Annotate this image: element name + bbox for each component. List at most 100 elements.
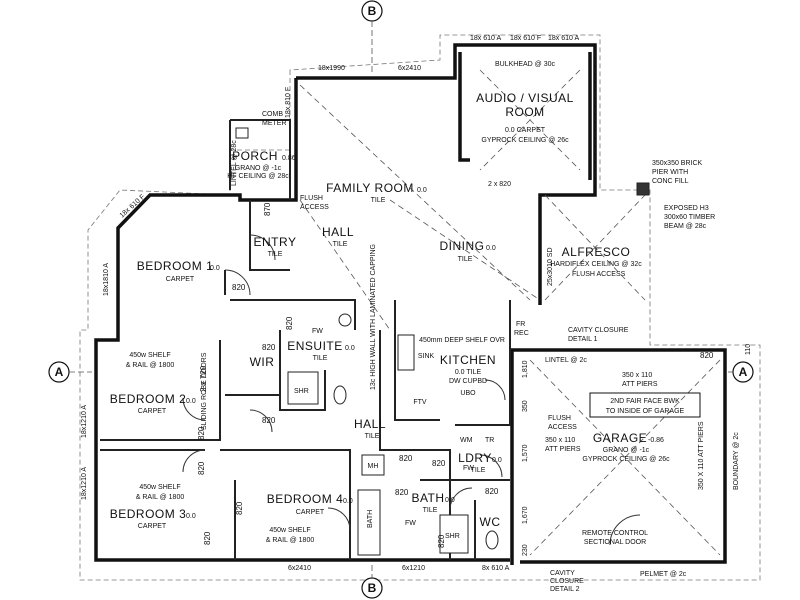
family-room-floor: TILE bbox=[371, 197, 386, 204]
fair-face-line1: 2ND FAIR FACE BWK bbox=[610, 398, 680, 405]
flush-access-garage-line1: FLUSH bbox=[548, 415, 571, 422]
flush-access-upper-line1: FLUSH bbox=[300, 195, 323, 202]
shr-bath: SHR bbox=[445, 533, 460, 540]
timber-beam-line3: BEAM @ 28c bbox=[664, 223, 707, 230]
door-820-hall: 820 bbox=[262, 416, 276, 425]
pelmet-note: PELMET @ 2c bbox=[640, 571, 687, 578]
door-820-bed3-robe: 820 bbox=[203, 531, 212, 545]
alfresco-ceiling: HARDIFLEX CEILING @ 32c bbox=[550, 261, 642, 268]
dim-g1670: 1,670 bbox=[522, 506, 529, 524]
dining-title: DINING bbox=[440, 239, 485, 253]
door-820-bed4: 820 bbox=[235, 501, 244, 515]
bedroom4-floor: CARPET bbox=[296, 509, 325, 516]
door-swings bbox=[182, 234, 641, 546]
hall-upper-title: HALL bbox=[322, 225, 354, 239]
dim-g350: 350 bbox=[522, 400, 529, 412]
cavity-closure1-line2: DETAIL 1 bbox=[568, 336, 598, 343]
section-markers: B B A A bbox=[48, 0, 754, 599]
ldry-code: 0.0 bbox=[492, 457, 502, 464]
dim-left-1810: 18x1810 A bbox=[103, 263, 110, 296]
comb-meter-line2: METER bbox=[262, 120, 287, 127]
audio-visual-floor: 0.0 CARPET bbox=[505, 127, 546, 134]
door-720-robe: 2 x 720 bbox=[199, 365, 208, 392]
door-820-ldry-hall: 820 bbox=[399, 454, 413, 463]
dim-top-1990: 18x1990 bbox=[318, 65, 345, 72]
dim-g230: 230 bbox=[522, 544, 529, 556]
kitchen-title: KITCHEN bbox=[440, 353, 496, 367]
dim-bot-2410: 6x2410 bbox=[288, 565, 311, 572]
shr-ensuite: SHR bbox=[294, 388, 309, 395]
bedroom1-floor: CARPET bbox=[166, 276, 195, 283]
bath-tub-label: BATH bbox=[367, 510, 374, 528]
fw-ldry: FW bbox=[463, 465, 474, 472]
timber-beam-line2: 300x60 TIMBER bbox=[664, 214, 715, 221]
lintel-piers-left-line1: 350 x 110 bbox=[545, 437, 575, 444]
exterior-walls bbox=[94, 43, 727, 565]
porch-title: PORCH bbox=[232, 149, 278, 163]
garage-code: -0.86 bbox=[648, 437, 664, 444]
bedroom4-title: BEDROOM 4 bbox=[267, 492, 344, 506]
door-820-bed2: 820 bbox=[197, 426, 206, 440]
flush-access-garage-line2: ACCESS bbox=[548, 424, 577, 431]
porch-floor: GRANO @ -1c bbox=[235, 165, 282, 172]
cavity-closure2-line1: CAVITY bbox=[550, 570, 575, 577]
entry-title: ENTRY bbox=[254, 235, 297, 249]
bath-title: BATH bbox=[411, 491, 444, 505]
kitchen-cupboard: DW CUPBD bbox=[449, 378, 487, 385]
shelf-bed4-line2: & RAIL @ 1800 bbox=[266, 537, 315, 544]
dim-top-1: 18x 610 A bbox=[470, 35, 501, 42]
tr-label: TR bbox=[485, 437, 494, 444]
dim-top-810: 18x 810 F bbox=[285, 87, 292, 118]
shelf-bed3-line2: & RAIL @ 1800 bbox=[136, 494, 185, 501]
ldry-title: LDRY bbox=[458, 451, 492, 465]
family-room-code: 0.0 bbox=[417, 187, 427, 194]
brick-pier bbox=[636, 182, 650, 196]
door-820-bed3: 820 bbox=[197, 461, 206, 475]
bedroom1-code: 0.0 bbox=[210, 265, 220, 272]
comb-meter-line1: COMB bbox=[262, 111, 283, 118]
lintel-25: LINTEL @ 2c bbox=[545, 357, 587, 364]
bedroom3-title: BEDROOM 3 bbox=[110, 507, 187, 521]
kitchen-shelf-label: 450mm DEEP SHELF OVR bbox=[419, 337, 505, 344]
dimensions: 18x 610 A 18x 610 F 18x 610 A 18x1990 6x… bbox=[81, 35, 752, 572]
shower-ensuite bbox=[287, 371, 319, 405]
kitchen-floor: 0.0 TILE bbox=[455, 369, 482, 376]
brick-pier-line1: 350x350 BRICK bbox=[652, 160, 703, 167]
fixture-codes: FW WM TR SHR SHR FW FW BATH bbox=[294, 328, 494, 540]
remote-door-line2: SECTIONAL DOOR bbox=[584, 539, 646, 546]
lintel-piers-right-line1: 350 x 110 bbox=[622, 372, 652, 379]
audio-visual-title-2: ROOM bbox=[505, 105, 544, 119]
meter-box bbox=[235, 127, 249, 139]
door-820-bath2: 820 bbox=[437, 534, 446, 548]
garage-ceiling: GYPROCK CEILING @ 26c bbox=[582, 456, 670, 463]
door-820-bath: 820 bbox=[395, 488, 409, 497]
cavity-closure2-line3: DETAIL 2 bbox=[550, 586, 580, 593]
fair-face-line2: TO INSIDE OF GARAGE bbox=[606, 408, 685, 415]
door-820-garage: 820 bbox=[700, 351, 714, 360]
dim-top-2: 18x 610 F bbox=[510, 35, 541, 42]
bedroom2-code: 0.0 bbox=[186, 398, 196, 405]
audio-visual-title-1: AUDIO / VISUAL bbox=[476, 91, 574, 105]
door-820-wc: 820 bbox=[485, 487, 499, 496]
laminated-wall-note: 13c HIGH WALL WITH LAMINATED CAPPING bbox=[370, 244, 377, 390]
toilet-ensuite bbox=[333, 385, 347, 405]
wir-title: WIR bbox=[250, 355, 275, 369]
bedroom3-code: 0.0 bbox=[186, 513, 196, 520]
remote-door-line1: REMOTE CONTROL bbox=[582, 530, 648, 537]
notes: 450w SHELF & RAIL @ 1800 450w SHELF & RA… bbox=[126, 61, 740, 593]
dim-bot-1210: 6x1210 bbox=[402, 565, 425, 572]
dim-g1570: 1,570 bbox=[522, 444, 529, 462]
section-b-bottom-label: B bbox=[368, 581, 377, 595]
ldry-floor: TILE bbox=[471, 467, 486, 474]
door-820-ldry: 820 bbox=[432, 459, 446, 468]
dining-floor: TILE bbox=[458, 256, 473, 263]
wc-title: WC bbox=[480, 515, 501, 529]
sliding-robe-note: SLIDING ROBE DOORS bbox=[201, 352, 208, 430]
dim-av-820: 2 x 820 bbox=[488, 181, 511, 188]
door-820-ensuite: 820 bbox=[285, 316, 294, 330]
ensuite-floor: TILE bbox=[313, 355, 328, 362]
dim-g1810: 1,810 bbox=[522, 360, 529, 378]
kitchen-ftv-label: FTV bbox=[413, 399, 427, 406]
entry-floor: TILE bbox=[268, 251, 283, 258]
